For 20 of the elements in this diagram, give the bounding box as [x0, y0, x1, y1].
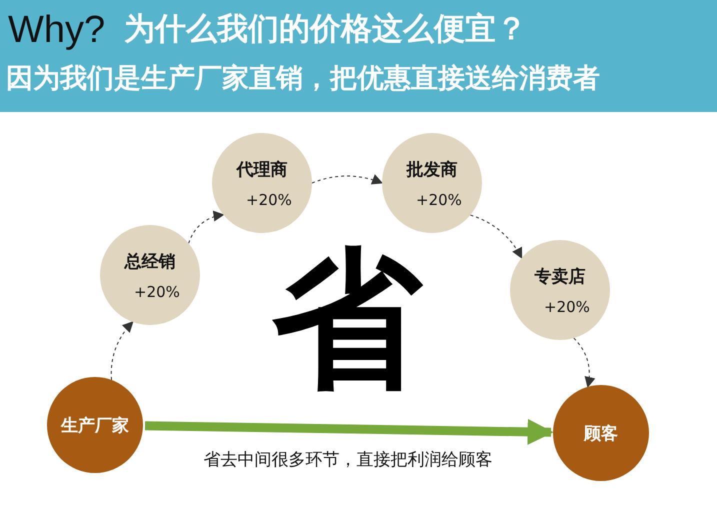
large-character: 省 [272, 238, 422, 403]
stage-name: 生产厂家 [61, 414, 129, 436]
dashed-arrow [312, 174, 384, 185]
stage-name: 代理商 [236, 158, 288, 180]
dashed-arrow [110, 321, 134, 380]
subheading-text: 因为我们是生产厂家直销，把优惠直接送给消费者 [6, 64, 600, 94]
markup-text: +20% [134, 282, 180, 300]
heading-text: Why? [8, 10, 106, 52]
markup-text: +20% [544, 298, 590, 316]
stage-name: 顾客 [584, 422, 618, 444]
direct-arrow [144, 418, 554, 445]
dashed-arrow [573, 338, 596, 388]
dashed-arrow [470, 214, 522, 259]
markup-text: +20% [246, 190, 292, 208]
stage-name: 批发商 [406, 158, 458, 180]
stage-name: 总经销 [124, 250, 176, 272]
dashed-arrow [188, 210, 224, 244]
markup-text: +20% [416, 190, 462, 208]
stage-name: 专卖店 [534, 266, 586, 288]
heading-text: 为什么我们的价格这么便宜？ [124, 12, 527, 46]
